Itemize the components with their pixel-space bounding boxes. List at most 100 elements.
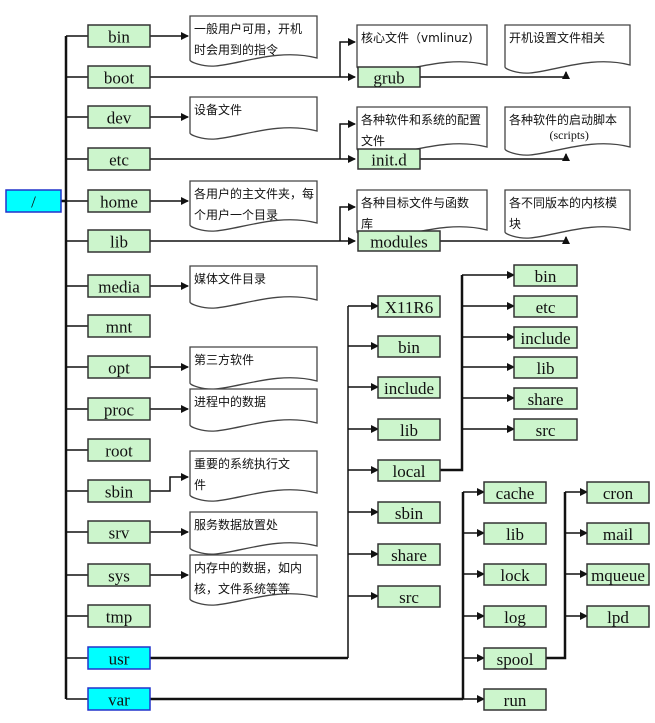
dir-media[interactable]: media (87, 274, 151, 298)
note-opt: 第三方软件 (189, 346, 318, 390)
dir-home[interactable]: home (87, 189, 151, 213)
spool-cron-label: cron (603, 484, 634, 503)
local-trunk (440, 275, 464, 472)
local-lib-label: lib (537, 359, 555, 378)
lib_branch-note-arrow (339, 203, 356, 241)
local-src[interactable]: src (513, 418, 578, 441)
dir-sbin[interactable]: sbin (87, 479, 151, 503)
local-include[interactable]: include (513, 326, 578, 349)
dir-grub[interactable]: grub (357, 66, 421, 88)
note-home-text: 个用户一个目录 (194, 207, 278, 222)
spool-mqueue-label: mqueue (591, 566, 645, 585)
etc_branch-child-arrow (420, 153, 570, 161)
note-sbin-text: 件 (194, 478, 206, 492)
dir-var-label: var (108, 691, 130, 710)
dir-dev[interactable]: dev (87, 105, 151, 129)
dir-lib[interactable]: lib (87, 229, 151, 253)
dir-srv[interactable]: srv (87, 520, 151, 544)
usr-sbin-label: sbin (395, 504, 424, 523)
note-dev: 设备文件 (189, 96, 318, 140)
var-run[interactable]: run (483, 688, 547, 711)
dir-init.d[interactable]: init.d (357, 148, 421, 170)
note-sys-text: 核，文件系统等等 (194, 581, 290, 596)
dir-etc-label: etc (109, 151, 129, 170)
var-log-label: log (504, 608, 526, 627)
usr-x11r6[interactable]: X11R6 (377, 295, 441, 318)
dir-opt-label: opt (108, 359, 130, 378)
dir-init.d-label: init.d (371, 151, 407, 170)
local-lib[interactable]: lib (513, 356, 578, 379)
usr-bin[interactable]: bin (377, 335, 441, 358)
dir-srv-label: srv (109, 524, 130, 543)
note-dev-text: 设备文件 (194, 102, 242, 117)
spool-mqueue[interactable]: mqueue (586, 563, 650, 586)
local-bin[interactable]: bin (513, 264, 578, 287)
local-share[interactable]: share (513, 387, 578, 410)
dir-tmp[interactable]: tmp (87, 604, 151, 628)
dir-proc-label: proc (104, 401, 135, 420)
note-proc-text: 进程中的数据 (194, 394, 266, 409)
usr-share-label: share (391, 546, 427, 565)
note-sys-text: 内存中的数据，如内 (194, 560, 302, 575)
dir-usr[interactable]: usr (87, 646, 151, 670)
dir-mnt-label: mnt (106, 318, 133, 337)
spool-lpd[interactable]: lpd (586, 605, 650, 628)
dir-mnt[interactable]: mnt (87, 314, 151, 338)
root-node[interactable]: / (5, 189, 62, 213)
etc_branch-child-note-subtext: (scripts) (550, 128, 589, 142)
boot_branch-child-note: 开机设置文件相关 (504, 24, 631, 74)
note-media: 媒体文件目录 (189, 265, 318, 309)
dir-root[interactable]: root (87, 438, 151, 462)
local-etc-label: etc (536, 298, 556, 317)
dir-sys-label: sys (108, 567, 130, 586)
dir-modules[interactable]: modules (357, 230, 441, 252)
local-share-label: share (528, 390, 564, 409)
local-etc[interactable]: etc (513, 295, 578, 318)
etc_branch-child-note: 各种软件的启动脚本(scripts) (504, 106, 631, 156)
dir-bin[interactable]: bin (87, 24, 151, 48)
var-lib-label: lib (506, 525, 524, 544)
dir-sys[interactable]: sys (87, 563, 151, 587)
usr-local[interactable]: local (377, 459, 441, 482)
dir-proc[interactable]: proc (87, 397, 151, 421)
boot_branch-child-arrow (420, 71, 570, 79)
root-node-label: / (31, 193, 36, 212)
usr-sbin[interactable]: sbin (377, 501, 441, 524)
lib_branch-note-text: 库 (361, 216, 373, 231)
dir-var[interactable]: var (87, 687, 151, 711)
var-lib[interactable]: lib (483, 522, 547, 545)
var-cache[interactable]: cache (483, 481, 547, 504)
dir-bin-label: bin (108, 28, 130, 47)
dir-usr-label: usr (109, 650, 130, 669)
usr-share[interactable]: share (377, 543, 441, 566)
usr-include[interactable]: include (377, 376, 441, 399)
note-proc: 进程中的数据 (189, 388, 318, 432)
local-src-label: src (536, 421, 556, 440)
local-include-label: include (520, 329, 570, 348)
var-cache-label: cache (496, 484, 535, 503)
local-bin-label: bin (535, 267, 557, 286)
dir-etc[interactable]: etc (87, 147, 151, 171)
dir-boot[interactable]: boot (87, 65, 151, 89)
dir-media-label: media (98, 278, 140, 297)
usr-x11r6-label: X11R6 (385, 298, 434, 317)
spool-mail[interactable]: mail (586, 522, 650, 545)
etc_branch-child-note-text: 各种软件的启动脚本 (509, 112, 617, 127)
usr-lib[interactable]: lib (377, 418, 441, 441)
usr-src-label: src (399, 588, 419, 607)
dir-opt[interactable]: opt (87, 355, 151, 379)
usr-src[interactable]: src (377, 585, 441, 608)
dir-home-label: home (100, 193, 138, 212)
var-lock[interactable]: lock (483, 563, 547, 586)
lib_branch-note-text: 各种目标文件与函数 (361, 195, 469, 210)
spool-cron[interactable]: cron (586, 481, 650, 504)
dir-sbin-label: sbin (105, 483, 134, 502)
dir-dev-label: dev (107, 109, 132, 128)
var-log[interactable]: log (483, 605, 547, 628)
lib_branch-child-note-text: 块 (509, 217, 521, 231)
var-spool[interactable]: spool (483, 647, 547, 670)
dir-boot-label: boot (104, 69, 135, 88)
